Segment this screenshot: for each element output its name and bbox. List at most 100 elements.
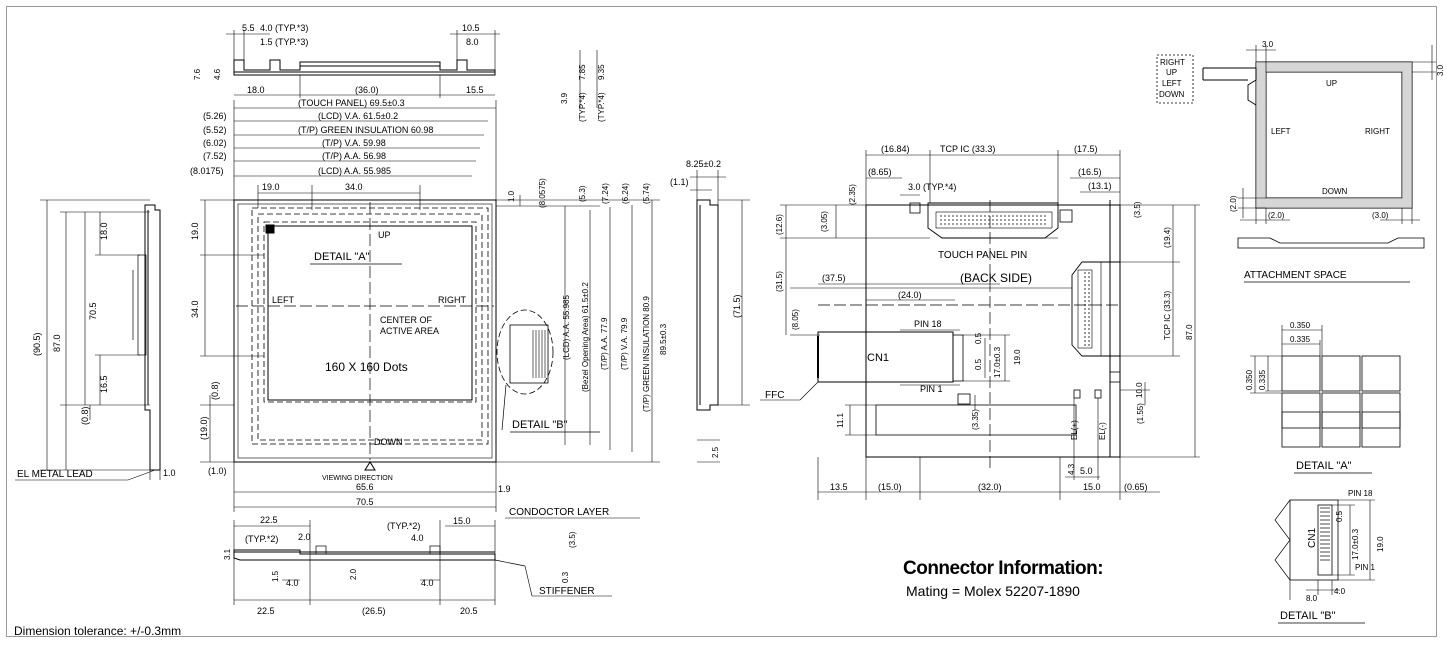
db-17-0: 17.0±0.3: [1351, 528, 1360, 560]
label-up: UP: [378, 230, 391, 240]
b-4-0-a: 4.0: [411, 533, 424, 543]
label-down: DOWN: [374, 437, 403, 447]
label-viewing: VIEWING DIRECTION: [322, 475, 393, 482]
dim-16-5-v: 16.5: [99, 375, 109, 393]
detail-a: 0.350 0.335 0.350 0.335 DETAIL "A": [1245, 321, 1401, 474]
off-8-0175: (8.0175): [190, 166, 224, 176]
db-cn1: CN1: [1307, 528, 1318, 548]
label-el-minus: EL(-): [1098, 422, 1107, 440]
dim-1-1: (1.1): [670, 177, 689, 187]
label-ffc: FFC: [765, 390, 784, 401]
s-typ4b: (TYP.*4): [597, 92, 606, 122]
off-5-74: (5.74): [642, 183, 651, 204]
back-13-1: (13.1): [1088, 181, 1112, 191]
back-17-0: 17.0±0.3: [993, 346, 1002, 378]
b-3-1: 3.1: [223, 548, 232, 560]
back-8-05: (8.05): [791, 309, 800, 330]
detail-b: PIN 18 CN1 0.5 17.0±0.3 19.0 PIN 1 4.0 8…: [1274, 489, 1385, 624]
back-19-4: (19.4): [1163, 227, 1172, 248]
dim-8-0: 8.0: [466, 37, 479, 47]
back-15-0-a: (15.0): [878, 482, 902, 492]
b-1-5: 1.5: [271, 570, 280, 582]
legend-right: RIGHT: [1160, 58, 1185, 67]
back-11-1: 11.1: [836, 412, 845, 428]
off-5-52: (5.52): [203, 125, 227, 135]
off-5-26: (5.26): [203, 111, 227, 121]
label-conductor: CONDOCTOR LAYER: [509, 507, 609, 518]
back-10-0: 10.0: [1135, 382, 1144, 398]
b-4-0-c: 4.0: [421, 578, 434, 588]
dim-15-5: 15.5: [466, 85, 484, 95]
dim-2-5: 2.5: [711, 446, 720, 458]
att-down: DOWN: [1322, 187, 1348, 196]
h-lcd-aa: (LCD) A.A. 55.985: [562, 295, 571, 360]
back-19-0: 19.0: [1013, 349, 1022, 365]
dim-34-0-v: 34.0: [190, 300, 200, 318]
da-0-350-h: 0.350: [1290, 321, 1311, 330]
dim-87-0: 87.0: [52, 334, 62, 352]
dim-4-0-typ: 4.0 (TYP.*3): [260, 23, 308, 33]
label-left: LEFT: [272, 295, 295, 305]
db-pin1: PIN 1: [1355, 563, 1376, 572]
h-green: (T/P) GREEN INSULATION 80.9: [642, 296, 651, 412]
back-32-0: (32.0): [978, 482, 1002, 492]
dim-10-5: 10.5: [462, 23, 480, 33]
att-3-0-b: (3.0): [1372, 211, 1389, 220]
off-7-52: (7.52): [203, 151, 227, 161]
legend-up: UP: [1166, 68, 1177, 77]
legend-left: LEFT: [1162, 79, 1182, 88]
off-5-3: (5.3): [578, 185, 587, 202]
s-7-6: 7.6: [193, 68, 202, 80]
back-1-55: (1.55): [1136, 403, 1145, 424]
dim-tp-va: (T/P) V.A. 59.98: [322, 138, 386, 148]
dim-1-0-b: (1.0): [208, 466, 227, 476]
s-4-6: 4.6: [213, 68, 222, 80]
label-pin18: PIN 18: [914, 319, 942, 329]
back-16-84: (16.84): [881, 144, 910, 154]
off-6-24: (6.24): [621, 183, 630, 204]
b-3-5: (3.5): [568, 531, 577, 548]
dim-65-6: 65.6: [356, 482, 374, 492]
s-9-35: 9.35: [597, 64, 606, 80]
dim-36-0: (36.0): [355, 85, 379, 95]
off-8-0575: (8.0575): [538, 178, 547, 208]
back-3-0-typ: 3.0 (TYP.*4): [908, 182, 956, 192]
label-el-metal-lead: EL METAL LEAD: [17, 469, 93, 480]
dim-1-0-side: 1.0: [163, 468, 176, 478]
att-right: RIGHT: [1365, 127, 1390, 136]
back-3-35: (3.35): [971, 409, 980, 430]
back-31-5: (31.5): [775, 271, 784, 292]
label-center: CENTER OF: [380, 315, 433, 325]
att-2-0-l: (2.0): [1229, 195, 1238, 212]
back-5-0: 5.0: [1080, 466, 1093, 476]
label-el-plus: EL(+): [1070, 420, 1079, 440]
tolerance-note: Dimension tolerance: +/-0.3mm: [14, 624, 182, 638]
connector-info-detail: Mating = Molex 52207-1890: [906, 583, 1080, 599]
legend-down: DOWN: [1159, 90, 1185, 99]
label-right: RIGHT: [438, 295, 467, 305]
label-pin1: PIN 1: [920, 384, 943, 394]
dim-1-0-t: 1.0: [507, 190, 516, 202]
off-6-02: (6.02): [203, 138, 227, 148]
bottom-view: 22.5 (TYP.*2) 2.0 (TYP.*2) 15.0 4.0 (3.5…: [223, 507, 640, 616]
back-37-5: (37.5): [822, 273, 846, 283]
dim-90-5: (90.5): [32, 332, 42, 356]
dim-1-5-typ: 1.5 (TYP.*3): [260, 37, 308, 47]
dim-71-5: (71.5): [732, 294, 742, 318]
dim-19-0-h: 19.0: [262, 182, 280, 192]
back-87-0: 87.0: [1185, 324, 1194, 340]
db-pin18: PIN 18: [1348, 489, 1373, 498]
dim-19-0-b: (19.0): [199, 416, 209, 440]
dim-1-9: 1.9: [498, 484, 511, 494]
dim-tp-aa: (T/P) A.A. 56.98: [322, 151, 386, 161]
label-detail-b: DETAIL "B": [512, 419, 568, 431]
back-view: (16.84) TCP IC (33.3) (17.5) (8.65) (16.…: [760, 144, 1200, 500]
back-0-5-b: 0.5: [974, 358, 983, 370]
label-touch-panel-pin: TOUCH PANEL PIN: [938, 250, 1027, 261]
dim-lcd-aa: (LCD) A.A. 55.985: [318, 166, 391, 176]
db-8-0: 8.0: [1306, 594, 1318, 603]
back-17-5: (17.5): [1074, 144, 1098, 154]
label-stiffener: STIFFENER: [539, 586, 595, 597]
s-typ4a: (TYP.*4): [578, 92, 587, 122]
